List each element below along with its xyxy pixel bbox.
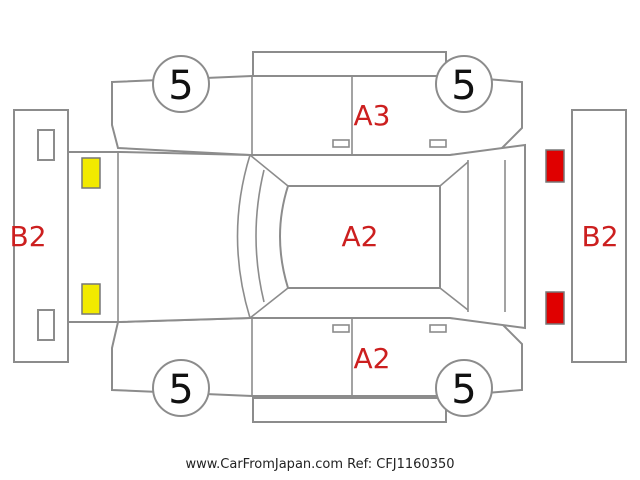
right-side-damage-code: A3 xyxy=(354,99,391,132)
roof-damage-code: A2 xyxy=(342,220,379,253)
bottom-roof-rail xyxy=(252,397,447,423)
front-lamp-bottom-marker xyxy=(81,283,101,315)
windshield-curve xyxy=(236,154,251,319)
rear-right-tire-score: 5 xyxy=(451,63,476,109)
right-rear-door-handle xyxy=(429,139,447,148)
rear-lamp-top-marker xyxy=(545,149,565,183)
front-bumper-damage-code: B2 xyxy=(9,220,46,253)
front-left-tire-score: 5 xyxy=(168,367,193,413)
rear-left-tire-score: 5 xyxy=(451,367,476,413)
right-front-door-handle xyxy=(332,139,350,148)
front-right-tire-circle xyxy=(152,55,210,113)
front-lamp-top-marker xyxy=(81,157,101,189)
rear-left-tire-circle xyxy=(435,359,493,417)
rear-bumper-outline xyxy=(571,109,627,363)
rear-right-tire-circle xyxy=(435,55,493,113)
front-right-tire-score: 5 xyxy=(168,63,193,109)
a-pillar-bottom xyxy=(249,287,289,319)
front-bumper-slot-bottom xyxy=(37,309,55,341)
windshield-inner-curve xyxy=(255,169,265,303)
c-pillar-top xyxy=(439,161,469,187)
car-outline-diagram: B2 B2 A3 A2 A2 5 5 5 5 xyxy=(9,51,627,423)
left-front-door-handle xyxy=(332,324,350,333)
footer-reference: www.CarFromJapan.com Ref: CFJ1160350 xyxy=(185,457,455,472)
top-roof-rail xyxy=(252,51,447,77)
rear-bumper-damage-code: B2 xyxy=(581,220,618,253)
front-left-tire-circle xyxy=(152,359,210,417)
a-pillar-top xyxy=(249,154,289,187)
front-bumper-slot-top xyxy=(37,129,55,161)
roof-panel xyxy=(279,185,441,289)
left-side-damage-code: A2 xyxy=(354,342,391,375)
c-pillar-bottom xyxy=(439,287,469,311)
rear-lamp-bottom-marker xyxy=(545,291,565,325)
left-rear-door-handle xyxy=(429,324,447,333)
